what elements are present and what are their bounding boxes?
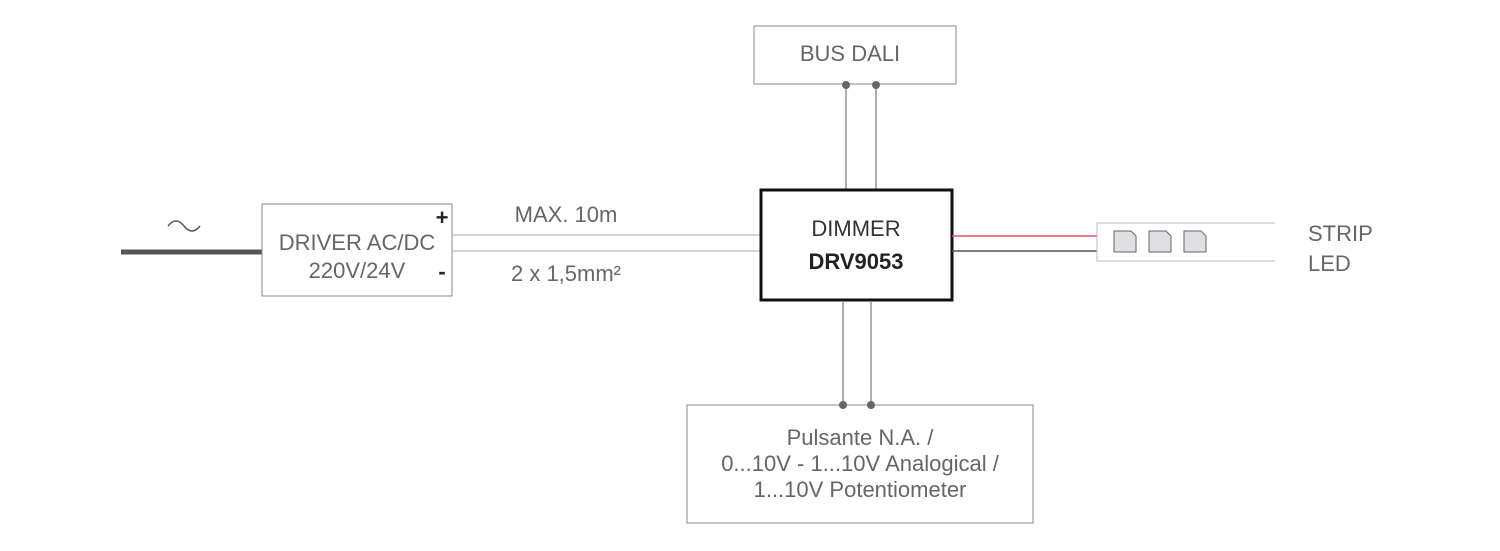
cable-length: MAX. 10m <box>515 202 618 227</box>
cable-section: 2 x 1,5mm² <box>511 261 621 286</box>
bus-dali-label: BUS DALI <box>800 41 900 66</box>
dimmer-box <box>759 188 954 302</box>
driver-box <box>261 203 453 297</box>
bus-dali-box <box>753 25 957 85</box>
control-line-3: 1...10V Potentiometer <box>754 477 967 502</box>
terminal-dot <box>872 81 880 89</box>
ac-tilde-icon <box>167 220 201 232</box>
driver-label: DRIVER AC/DC <box>279 230 436 255</box>
control-line-2: 0...10V - 1...10V Analogical / <box>721 451 1000 476</box>
led-chip-icon <box>1148 230 1172 253</box>
terminal-dot <box>867 401 875 409</box>
terminal-dot <box>839 401 847 409</box>
terminal-dot <box>842 81 850 89</box>
control-line-1: Pulsante N.A. / <box>787 425 935 450</box>
strip-label-2: LED <box>1308 251 1351 276</box>
control-box <box>686 404 1034 524</box>
driver-minus: - <box>438 259 445 284</box>
led-chip-icon <box>1183 230 1207 253</box>
driver-voltage: 220V/24V <box>309 258 406 283</box>
led-chip-icon <box>1113 230 1137 253</box>
dimmer-label: DIMMER <box>811 216 900 241</box>
strip-label-1: STRIP <box>1308 221 1373 246</box>
dimmer-model: DRV9053 <box>809 249 904 274</box>
led-strip <box>1096 222 1275 262</box>
driver-plus: + <box>436 205 449 230</box>
